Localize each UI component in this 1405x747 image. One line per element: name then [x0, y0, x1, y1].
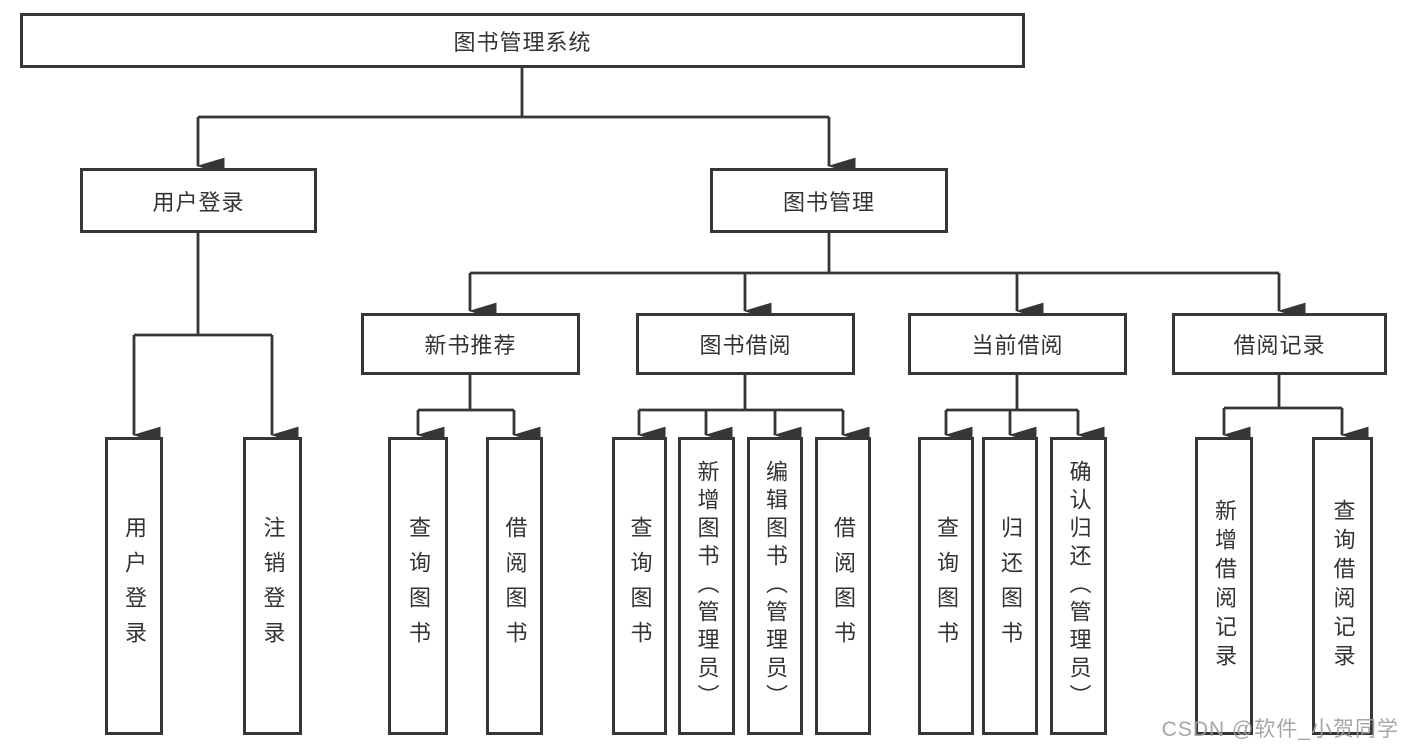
- node-label: 新增借阅记录: [1212, 499, 1237, 673]
- csdn-watermark: CSDN @软件_小贺同学: [1161, 718, 1399, 741]
- node-leaf-query-books-1: 查询图书: [388, 437, 448, 735]
- node-leaf-user-login: 用户登录: [105, 437, 163, 735]
- node-leaf-borrow-books-1: 借阅图书: [486, 437, 543, 735]
- node-label: 用户登录: [152, 189, 245, 215]
- node-label: 查询图书: [627, 516, 653, 656]
- node-leaf-query-borrow-record: 查询借阅记录: [1312, 437, 1373, 735]
- node-user-login: 用户登录: [80, 168, 317, 233]
- node-label: 新书推荐: [424, 333, 517, 358]
- node-leaf-query-books-3: 查询图书: [918, 437, 974, 735]
- node-label: 借阅记录: [1233, 333, 1326, 358]
- node-leaf-borrow-books-2: 借阅图书: [815, 437, 871, 735]
- node-leaf-add-borrow-record: 新增借阅记录: [1195, 437, 1253, 735]
- node-current-borrowing: 当前借阅: [908, 313, 1127, 375]
- node-label: 用户登录: [122, 516, 147, 656]
- node-label: 图书管理系统: [453, 29, 592, 55]
- node-label: 图书管理: [782, 189, 875, 215]
- node-leaf-add-book-admin: 新增图书（管理员）: [678, 437, 735, 735]
- node-book-borrowing: 图书借阅: [636, 313, 855, 375]
- node-label: 注销登录: [260, 516, 286, 656]
- node-leaf-confirm-return-admin: 确认归还（管理员）: [1050, 437, 1107, 735]
- node-label: 查询图书: [406, 516, 431, 656]
- node-label: 借阅图书: [502, 516, 528, 656]
- node-label: 查询借阅记录: [1330, 499, 1356, 673]
- node-leaf-logout: 注销登录: [243, 437, 302, 735]
- node-system-root: 图书管理系统: [20, 13, 1025, 68]
- node-leaf-edit-book-admin: 编辑图书（管理员）: [747, 437, 803, 735]
- node-label: 归还图书: [998, 516, 1023, 656]
- node-label: 图书借阅: [699, 333, 792, 358]
- node-borrowing-records: 借阅记录: [1172, 313, 1387, 375]
- node-leaf-return-books: 归还图书: [982, 437, 1038, 735]
- node-label: 当前借阅: [971, 333, 1064, 358]
- node-new-book-recommend: 新书推荐: [361, 313, 580, 375]
- node-label: 借阅图书: [831, 516, 856, 656]
- node-label: 查询图书: [934, 516, 959, 656]
- node-label: 确认归还（管理员）: [1066, 460, 1092, 712]
- node-leaf-query-books-2: 查询图书: [612, 437, 667, 735]
- node-label: 新增图书（管理员）: [694, 460, 720, 712]
- node-label: 编辑图书（管理员）: [763, 460, 788, 712]
- node-book-management: 图书管理: [710, 168, 948, 233]
